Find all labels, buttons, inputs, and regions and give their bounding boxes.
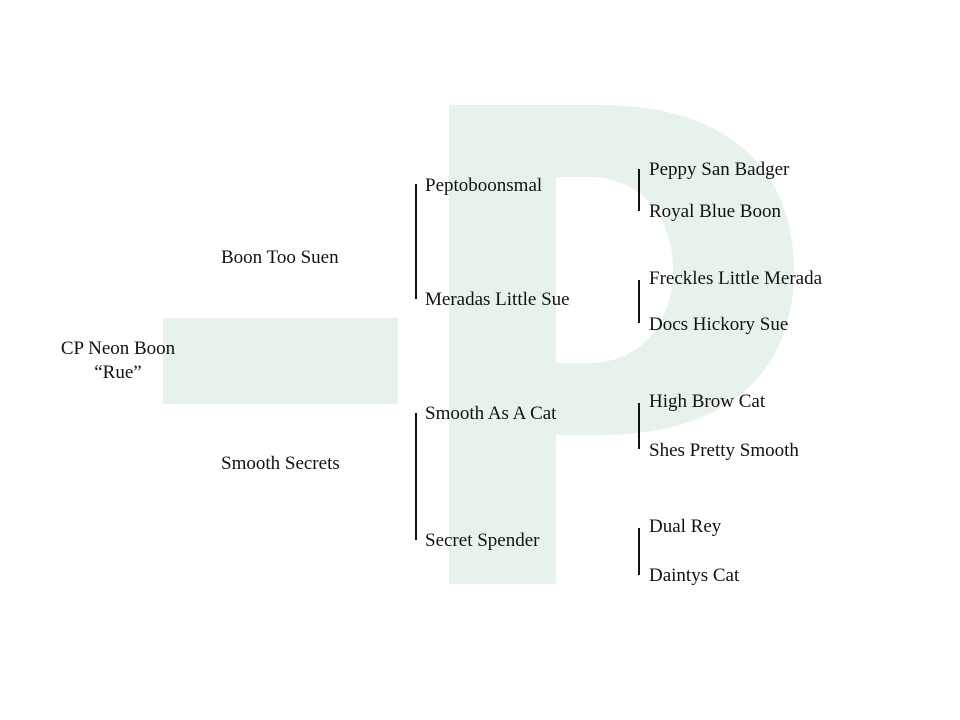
secret-spender-parents-bracket — [638, 528, 640, 575]
dam-sire-dam-name: Shes Pretty Smooth — [649, 440, 799, 461]
meradas-little-sue-parents-bracket — [638, 280, 640, 323]
sire-sire-name: Peptoboonsmal — [425, 175, 543, 196]
sire-sire-sire-name: Peppy San Badger — [649, 159, 790, 180]
sire-dam-sire-name: Freckles Little Merada — [649, 268, 823, 289]
peptoboonsmal-parents-bracket — [638, 169, 640, 211]
sire-name: Boon Too Suen — [221, 247, 339, 268]
sire-dam-name: Meradas Little Sue — [425, 289, 570, 310]
dam-dam-dam-name: Daintys Cat — [649, 565, 740, 586]
watermark-p-bowl-icon — [449, 105, 794, 435]
subject-horse: CP Neon Boon “Rue” — [38, 337, 198, 385]
subject-nickname: “Rue” — [94, 362, 142, 383]
sire-parents-bracket — [415, 184, 417, 299]
dam-parents-bracket — [415, 413, 417, 540]
sire-sire-dam-name: Royal Blue Boon — [649, 201, 781, 222]
subject-name: CP Neon Boon — [60, 338, 176, 359]
smooth-as-a-cat-parents-bracket — [638, 403, 640, 449]
dam-sire-name: Smooth As A Cat — [425, 403, 557, 424]
dam-dam-name: Secret Spender — [425, 530, 540, 551]
watermark-dash — [163, 318, 398, 404]
dam-sire-sire-name: High Brow Cat — [649, 391, 766, 412]
sire-dam-dam-name: Docs Hickory Sue — [649, 314, 789, 335]
dam-dam-sire-name: Dual Rey — [649, 516, 722, 537]
dam-name: Smooth Secrets — [221, 453, 340, 474]
